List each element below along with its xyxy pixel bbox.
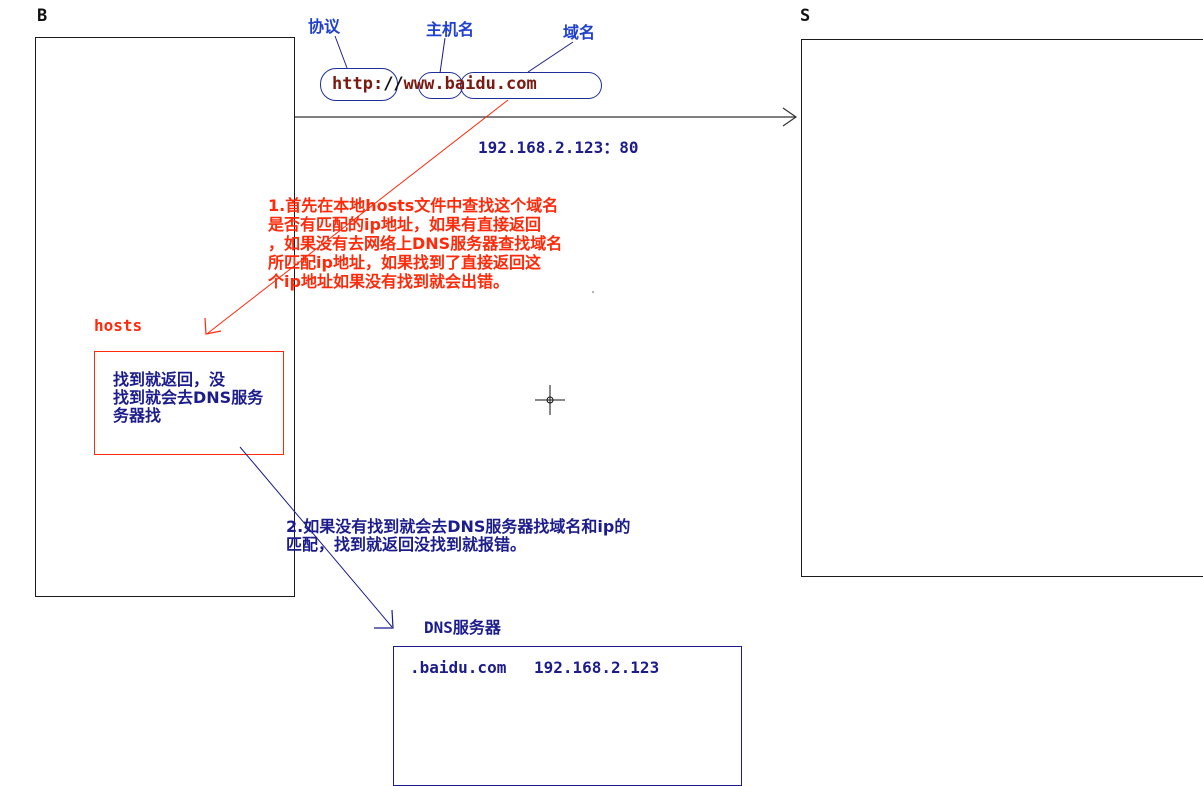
dns-record-ip: 192.168.2.123 [533,658,660,677]
crosshair-cursor-icon [535,385,565,415]
protocol-tag: 协议 [308,17,341,36]
hosts-box-text: 找到就返回，没 找到就会去DNS服务 务器找 [113,370,264,425]
server-label: S [800,6,811,26]
domain-pointer [527,41,574,73]
speck-dot [592,291,594,293]
request-arrowhead [782,107,798,127]
ip-port-label: 192.168.2.123：80 [478,138,639,157]
browser-label: B [37,6,48,26]
dns-arrowhead [374,609,394,629]
step2-note: 2.如果没有找到就会去DNS服务器找域名和ip的 匹配，找到就返回没找到就报错。 [286,517,631,554]
dns-arrow [239,446,393,628]
url-slashes: // [383,74,404,94]
domain-pill [460,72,602,99]
dns-record: .baidu.com 192.168.2.123 [410,658,659,677]
lookup-arrowhead [204,317,222,335]
hosts-label: hosts [94,316,143,335]
hostname-pointer [439,37,446,74]
url-text: http://www.baidu.com [332,74,537,94]
protocol-pointer [334,35,348,69]
url-www: www [403,74,435,94]
browser-box [35,37,295,597]
hosts-box [94,351,284,455]
step1-note: 1.首先在本地hosts文件中查找这个域名 是否有匹配的ip地址，如果有直接返回… [268,196,563,291]
hostname-tag: 主机名 [426,20,475,39]
protocol-pill [320,68,398,101]
domain-tag: 域名 [563,23,596,42]
server-box [801,39,1203,577]
lookup-arrow [207,99,509,334]
url-domain: .baidu.com [434,74,537,94]
dns-server-label: DNS服务器 [424,618,501,637]
url-http: http: [332,74,384,94]
dns-record-domain: .baidu.com [410,658,507,677]
